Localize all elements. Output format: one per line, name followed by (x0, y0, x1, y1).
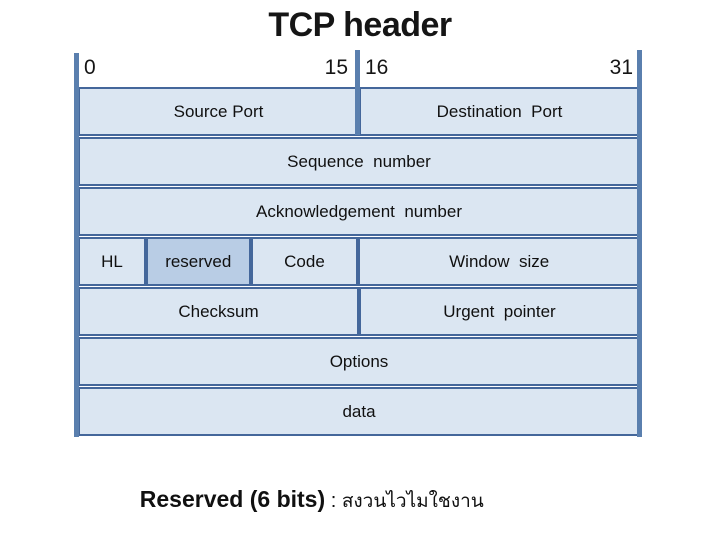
page-title: TCP header (268, 6, 452, 44)
table-row-acknowledgement: Acknowledgement number (78, 187, 640, 236)
field-source-port: Source Port (78, 87, 359, 136)
field-acknowledgement-number: Acknowledgement number (78, 187, 640, 236)
reserved-note-thai: สงวนไวไมใชงาน (341, 491, 484, 512)
ruler-tick-center (355, 50, 360, 135)
field-reserved: reserved (146, 237, 251, 286)
field-urgent-pointer: Urgent pointer (359, 287, 640, 336)
ruler-tick-left (74, 53, 79, 437)
field-destination-port: Destination Port (359, 87, 640, 136)
bit-label-31: 31 (609, 56, 633, 79)
field-code: Code (250, 237, 359, 286)
bit-label-16: 16 (365, 56, 389, 79)
field-data: data (78, 387, 640, 436)
reserved-note-separator: : (325, 490, 342, 512)
table-row-sequence: Sequence number (78, 137, 640, 186)
field-window-size: Window size (358, 237, 640, 286)
reserved-note-lead: Reserved (6 bits) (139, 486, 326, 512)
table-row-options: Options (78, 337, 640, 386)
table-row-flags: HL reserved Code Window size (78, 237, 640, 286)
reserved-note: Reserved (6 bits) : สงวนไวไมใชงาน (122, 468, 484, 534)
field-hl: HL (78, 237, 146, 286)
tcp-header-table: Source Port Destination Port Sequence nu… (78, 87, 640, 436)
bit-label-15: 15 (324, 56, 348, 79)
field-options: Options (78, 337, 640, 386)
table-row-data: data (78, 387, 640, 436)
bit-label-0: 0 (84, 56, 96, 79)
ruler-tick-right (637, 50, 642, 437)
table-row-checksum: Checksum Urgent pointer (78, 287, 640, 336)
field-sequence-number: Sequence number (78, 137, 640, 186)
field-checksum: Checksum (78, 287, 359, 336)
